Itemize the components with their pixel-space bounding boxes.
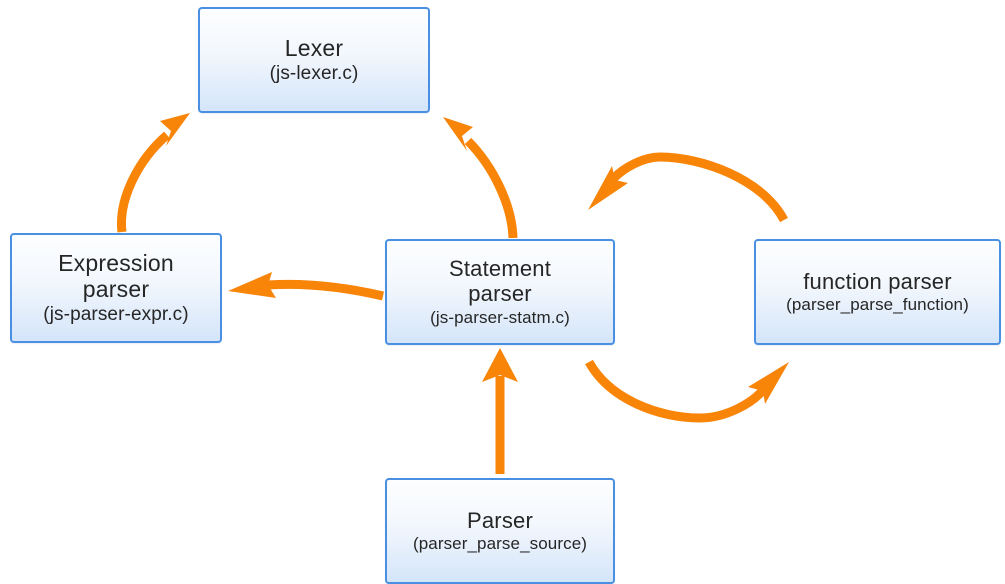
edge-function-to-statement	[588, 152, 788, 223]
node-statement-parser-subtitle: (js-parser-statm.c)	[430, 307, 570, 327]
node-function-parser-subtitle: (parser_parse_function)	[786, 295, 969, 315]
edge-statement-to-lexer	[443, 117, 518, 239]
node-expression-parser-subtitle: (js-parser-expr.c)	[43, 303, 189, 325]
node-parser-title: Parser	[467, 507, 533, 533]
node-parser-subtitle: (parser_parse_source)	[412, 534, 588, 554]
edge-statement-to-expression	[228, 272, 385, 301]
node-expression-parser[interactable]: Expression parser (js-parser-expr.c)	[10, 233, 222, 343]
node-function-parser[interactable]: function parser (parser_parse_function)	[754, 239, 1001, 345]
node-parser[interactable]: Parser (parser_parse_source)	[385, 478, 615, 584]
edge-expression-to-lexer	[116, 113, 190, 233]
node-expression-parser-title: Expression parser	[58, 249, 174, 303]
edge-parser-to-statement	[482, 348, 518, 474]
node-lexer[interactable]: Lexer (js-lexer.c)	[198, 7, 430, 113]
node-statement-parser[interactable]: Statement parser (js-parser-statm.c)	[385, 239, 615, 345]
node-function-parser-title: function parser	[803, 268, 952, 294]
node-lexer-title: Lexer	[284, 34, 344, 61]
node-statement-parser-title: Statement parser	[448, 255, 552, 307]
edge-statement-to-function	[585, 359, 789, 423]
node-lexer-subtitle: (js-lexer.c)	[269, 62, 359, 84]
